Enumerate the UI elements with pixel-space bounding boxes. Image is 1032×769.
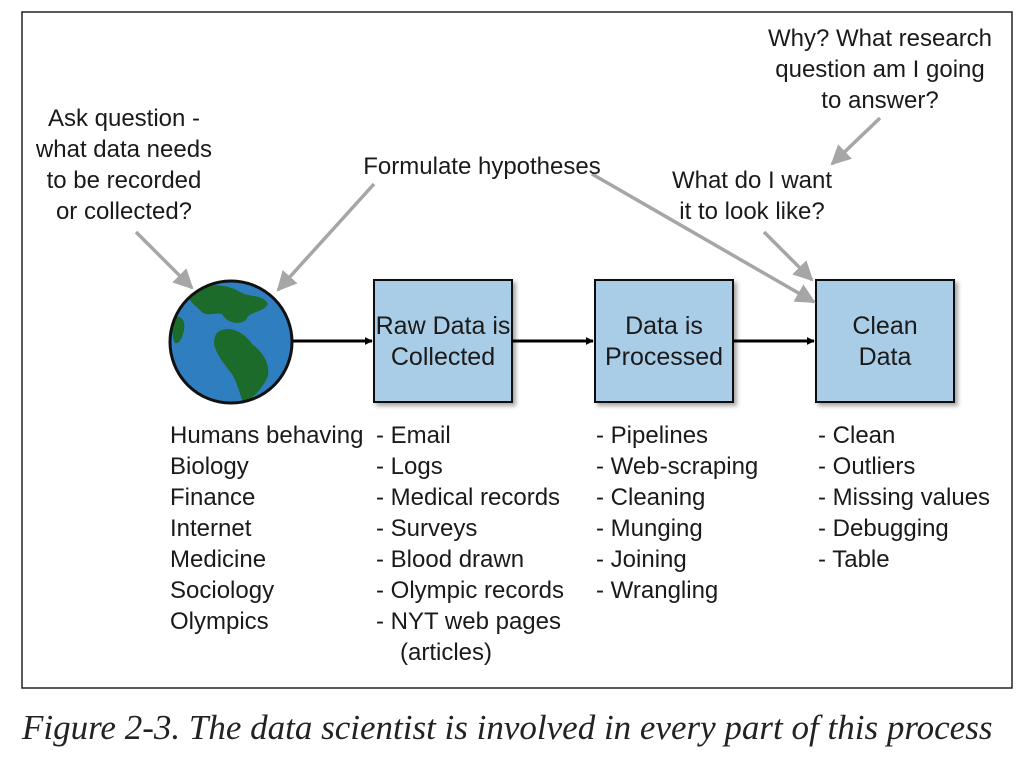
annotation-why-line-1: Why? What research — [768, 25, 992, 52]
annotation-arrow-formulate-clean — [591, 172, 816, 304]
list-item: - Wrangling — [596, 577, 718, 604]
list-item: (articles) — [400, 639, 492, 666]
list-item: - Table — [818, 546, 890, 573]
annotation-look-line-2: it to look like? — [679, 198, 824, 225]
list-item: - Debugging — [818, 515, 949, 542]
list-sources: Humans behaving Biology Finance Internet… — [170, 422, 363, 635]
list-item: Sociology — [170, 577, 274, 604]
stage-clean-line-1: Clean — [852, 312, 917, 340]
list-item: Internet — [170, 515, 252, 542]
stage-processed-line-2: Processed — [605, 343, 723, 371]
list-item: - NYT web pages — [376, 608, 561, 635]
list-item: - Olympic records — [376, 577, 564, 604]
stage-box-processed: Data is Processed — [594, 279, 734, 403]
stage-processed-line-1: Data is — [625, 312, 703, 340]
list-item: - Email — [376, 422, 451, 449]
stage-raw-line-2: Collected — [391, 343, 495, 371]
list-item: - Clean — [818, 422, 895, 449]
stage-box-clean: Clean Data — [815, 279, 955, 403]
list-item: Olympics — [170, 608, 269, 635]
list-item: Finance — [170, 484, 255, 511]
process-diagram: Raw Data is Collected Data is Processed … — [21, 11, 1013, 689]
annotation-why: Why? What research question am I going t… — [768, 25, 992, 114]
list-item: Biology — [170, 453, 249, 480]
list-item: - Pipelines — [596, 422, 708, 449]
annotation-ask-question: Ask question - what data needs to be rec… — [35, 105, 212, 225]
list-item: - Missing values — [818, 484, 990, 511]
annotation-why-line-2: question am I going — [775, 56, 984, 83]
list-item: - Logs — [376, 453, 443, 480]
annotation-formulate: Formulate hypotheses — [363, 153, 600, 180]
stage-clean-line-2: Data — [859, 343, 912, 371]
figure-caption: Figure 2-3. The data scientist is involv… — [22, 708, 993, 747]
stage-raw-line-1: Raw Data is — [376, 312, 511, 340]
list-item: - Web-scraping — [596, 453, 758, 480]
list-item: - Surveys — [376, 515, 477, 542]
list-item: - Medical records — [376, 484, 560, 511]
list-clean: - Clean - Outliers - Missing values - De… — [818, 422, 990, 573]
list-item: Medicine — [170, 546, 266, 573]
globe-icon — [168, 279, 294, 405]
annotation-look-like: What do I want it to look like? — [672, 167, 832, 225]
annotation-ask-line-4: or collected? — [56, 198, 192, 225]
annotation-look-line-1: What do I want — [672, 167, 832, 194]
annotation-ask-line-3: to be recorded — [47, 167, 202, 194]
annotation-ask-line-1: Ask question - — [48, 105, 200, 132]
list-item: - Joining — [596, 546, 687, 573]
annotation-arrow-ask — [134, 230, 194, 290]
annotation-arrow-formulate-globe — [276, 182, 376, 292]
annotation-ask-line-2: what data needs — [35, 136, 212, 163]
list-item: - Munging — [596, 515, 703, 542]
list-processed: - Pipelines - Web-scraping - Cleaning - … — [596, 422, 758, 604]
annotation-arrow-why — [830, 116, 882, 166]
list-item: Humans behaving — [170, 422, 363, 449]
list-item: - Outliers — [818, 453, 915, 480]
list-raw: - Email - Logs - Medical records - Surve… — [376, 422, 564, 666]
list-item: - Blood drawn — [376, 546, 524, 573]
annotation-arrow-look-like — [762, 230, 814, 282]
list-item: - Cleaning — [596, 484, 705, 511]
stage-box-raw: Raw Data is Collected — [373, 279, 513, 403]
annotation-why-line-3: to answer? — [821, 87, 938, 114]
